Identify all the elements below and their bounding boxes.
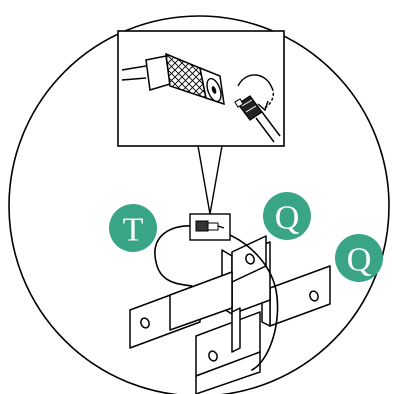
badge-q-upper: Q [263,192,311,240]
antenna-connector-callout-icon [118,31,284,146]
badge-q-lower: Q [335,234,383,282]
cable-connector-small [190,214,230,240]
badge-t: T [109,204,157,252]
badge-q-upper-label: Q [275,200,300,237]
badge-q-lower-label: Q [347,242,372,279]
badge-t-label: T [123,212,144,249]
